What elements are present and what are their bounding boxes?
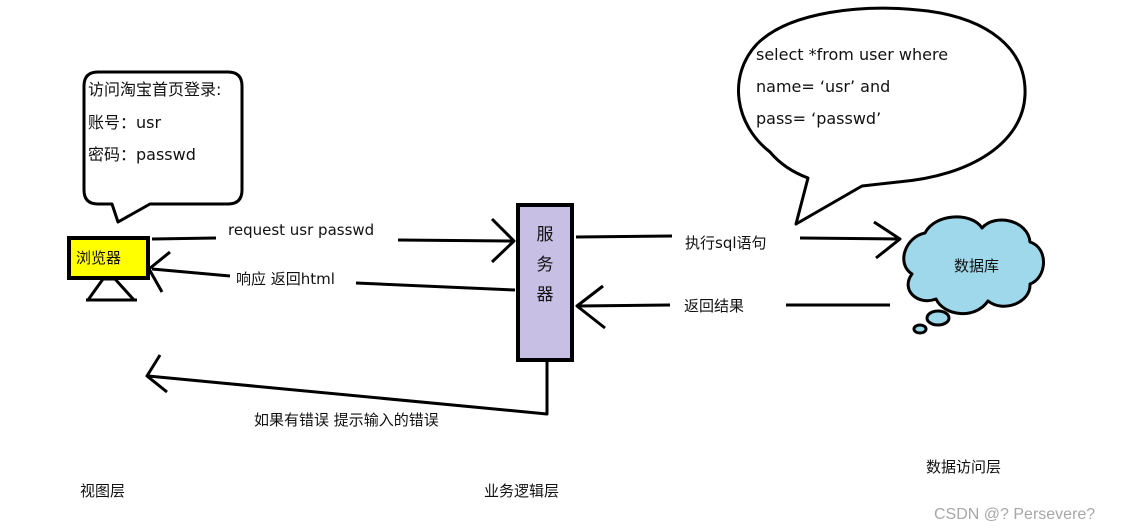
- execute-sql-arrowhead: [873, 220, 902, 260]
- sql-speech-bubble: [736, 6, 1027, 226]
- business-layer-label: 业务逻辑层: [484, 482, 560, 500]
- watermark: CSDN @? Persevere?: [934, 506, 1096, 523]
- login-speech-bubble: [82, 70, 244, 224]
- server-char-3: 器: [536, 285, 554, 305]
- database-cloud: [902, 215, 1045, 316]
- browser-label: 浏览器: [76, 249, 122, 267]
- view-layer-label: 视图层: [80, 482, 126, 500]
- cloud-tail-small: [912, 323, 928, 335]
- browser-stand: [86, 277, 136, 302]
- request-arrow-line2: [397, 238, 513, 243]
- login-bubble-line-2: 账号：usr: [88, 113, 162, 132]
- login-bubble-line-1: 访问淘宝首页登录:: [88, 80, 222, 99]
- return-result-label: 返回结果: [684, 297, 745, 315]
- sql-bubble-line-1: select *from user where: [756, 45, 949, 64]
- sql-bubble-line-2: name= ‘usr’ and: [756, 77, 891, 96]
- execute-sql-line2: [799, 236, 899, 241]
- execute-sql-line1: [575, 234, 673, 239]
- return-result-arrowhead: [575, 284, 606, 330]
- return-result-line1: [577, 303, 671, 308]
- error-arrowhead: [145, 354, 168, 394]
- request-arrowhead: [490, 217, 516, 264]
- request-label: request usr passwd: [228, 221, 375, 239]
- server-label: 服 务 器: [518, 220, 572, 310]
- browser-screen: [67, 236, 150, 280]
- request-arrow-line: [151, 236, 217, 241]
- login-bubble-line-3: 密码：passwd: [88, 145, 196, 164]
- database-label: 数据库: [954, 257, 1000, 275]
- response-arrowhead: [147, 250, 171, 293]
- execute-sql-label: 执行sql语句: [685, 234, 767, 252]
- response-arrow-line: [151, 267, 231, 278]
- sql-bubble-line-3: pass= ‘passwd’: [756, 109, 882, 128]
- server-box: [516, 203, 574, 362]
- server-char-2: 务: [536, 255, 554, 275]
- data-layer-label: 数据访问层: [926, 458, 1002, 476]
- error-hint-label: 如果有错误 提示输入的错误: [254, 411, 439, 429]
- server-char-1: 服: [536, 225, 554, 245]
- cloud-tail-large: [925, 309, 951, 327]
- response-label: 响应 返回html: [236, 270, 335, 288]
- error-arrow-line: [147, 362, 549, 416]
- response-arrow-line2: [355, 281, 516, 292]
